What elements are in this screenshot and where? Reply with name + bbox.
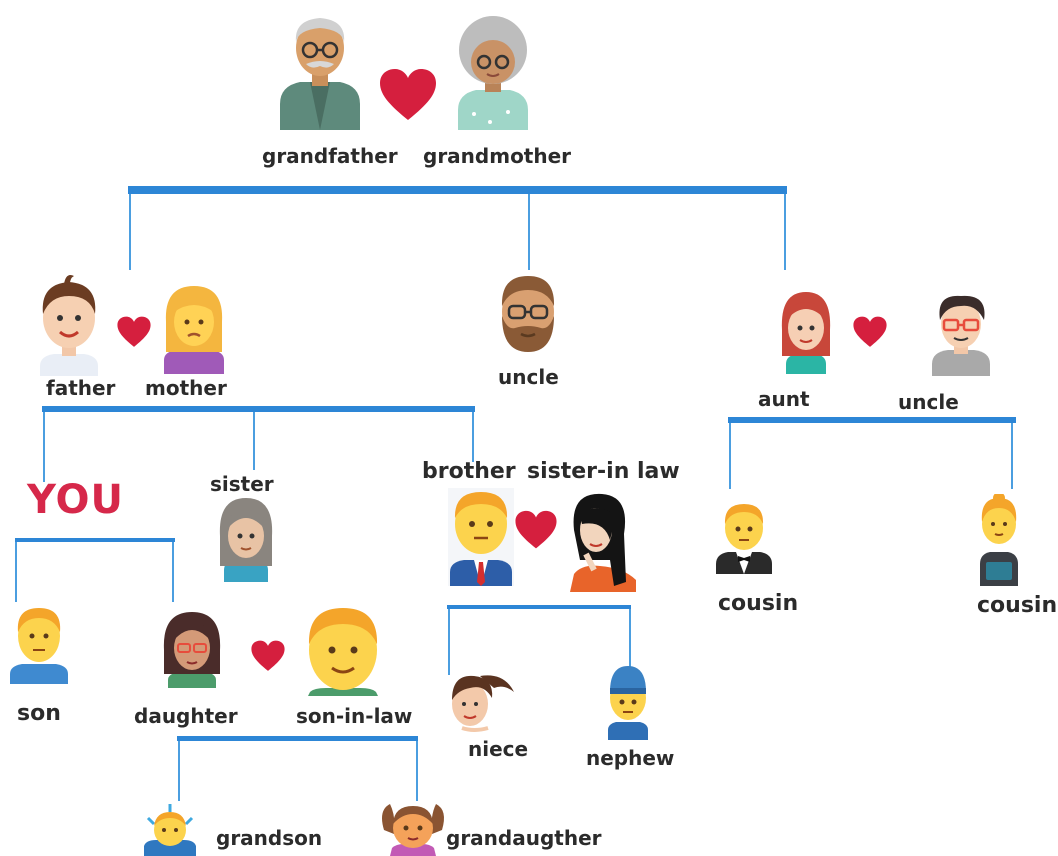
label-son: son: [17, 701, 61, 726]
label-sister: sister: [210, 472, 274, 496]
connector-line: [43, 412, 45, 482]
connector-bar-parents: [42, 406, 475, 412]
uncle-avatar: [932, 295, 990, 376]
connector-line: [448, 609, 450, 675]
label-cousin-2: cousin: [977, 593, 1058, 618]
label-granddaughter: grandaugther: [446, 826, 602, 850]
cousin-avatar: [716, 504, 772, 574]
connector-bar-brother: [447, 605, 631, 609]
label-son-in-law: son-in-law: [296, 704, 413, 728]
connector-line: [472, 412, 474, 462]
label-uncle-right: uncle: [898, 390, 959, 414]
heart-icon: [117, 316, 151, 347]
sister-avatar: [219, 498, 273, 582]
connector-bar-you: [15, 538, 175, 542]
label-daughter: daughter: [134, 704, 238, 728]
label-father: father: [46, 376, 116, 400]
connector-line: [178, 741, 180, 801]
uncle-avatar: [501, 276, 555, 352]
cousin-avatar: [980, 494, 1018, 586]
label-niece: niece: [468, 737, 529, 761]
brother-avatar: [448, 488, 514, 586]
label-grandson: grandson: [216, 826, 323, 850]
label-you: YOU: [27, 477, 125, 523]
niece-avatar: [452, 675, 514, 732]
connector-line: [172, 542, 174, 602]
label-mother: mother: [145, 376, 227, 400]
connector-line: [729, 423, 731, 489]
nephew-avatar: [608, 666, 648, 740]
label-grandmother: grandmother: [423, 144, 572, 168]
daughter-avatar: [163, 612, 221, 688]
father-avatar: [40, 275, 98, 376]
grandfather-avatar: [280, 18, 360, 130]
connector-line: [629, 609, 631, 667]
label-cousin-1: cousin: [718, 591, 799, 616]
granddaughter-avatar: [382, 804, 444, 856]
label-grandfather: grandfather: [262, 144, 398, 168]
label-aunt: aunt: [758, 387, 810, 411]
connector-bar-daughter: [177, 736, 418, 741]
connector-bar-aunt-uncle: [728, 417, 1016, 423]
label-sister-in-law: sister-in law: [527, 459, 680, 484]
label-uncle-center: uncle: [498, 365, 559, 389]
heart-icon: [251, 640, 285, 671]
grandson-avatar: [144, 804, 196, 856]
heart-icon: [380, 69, 436, 120]
connector-line: [784, 194, 786, 270]
son-in-law-avatar: [308, 608, 378, 696]
connector-line: [253, 412, 255, 470]
son-avatar: [10, 608, 68, 684]
connector-line: [15, 542, 17, 602]
connector-line: [528, 194, 530, 270]
heart-icon: [515, 510, 557, 549]
connector-line: [416, 741, 418, 801]
connector-line: [129, 194, 131, 270]
label-nephew: nephew: [586, 746, 675, 770]
heart-icon: [853, 316, 887, 347]
connector-bar-grandparents: [128, 186, 787, 194]
grandmother-avatar: [458, 16, 528, 130]
sister-in-law-avatar: [570, 493, 636, 592]
aunt-avatar: [781, 292, 831, 374]
mother-avatar: [164, 286, 224, 374]
label-brother: brother: [422, 459, 516, 484]
connector-line: [1011, 423, 1013, 489]
